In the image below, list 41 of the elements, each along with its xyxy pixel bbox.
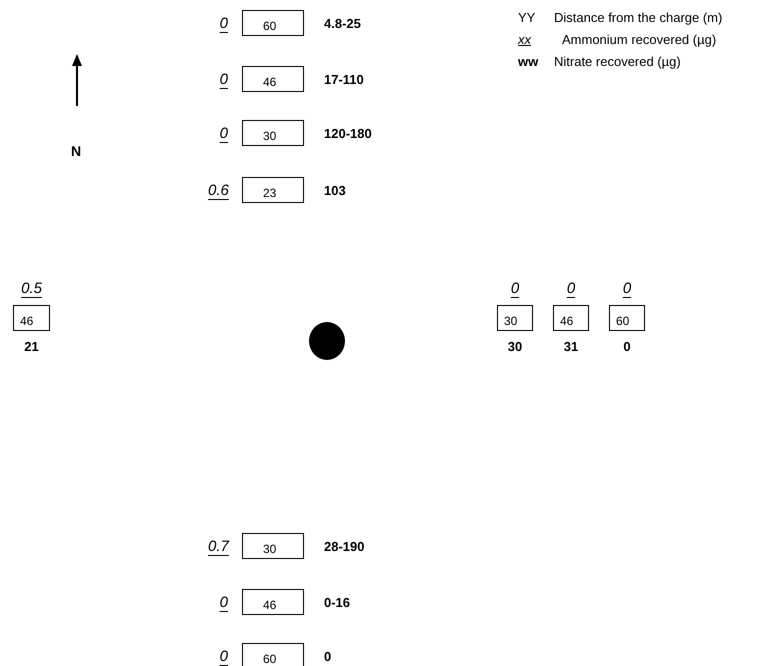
ammonium-value: 0.7 [208,538,228,554]
legend-text: Nitrate recovered (µg) [554,54,681,69]
distance-box: 23 [242,177,304,203]
distance-box: 46 [242,589,304,615]
distance-box: 30 [242,120,304,146]
ammonium-value: 0 [218,70,228,88]
distance-box: 30 [497,305,533,331]
north-label: N [71,143,82,159]
distance-box: 60 [242,10,304,36]
nitrate-value: 0-16 [324,594,352,610]
nitrate-value: 21 [24,339,39,354]
distance-box: 60 [609,305,645,331]
legend-sample: YY [518,10,536,25]
ammonium-value: 0 [218,14,228,32]
legend-text: Distance from the charge (m) [554,10,722,25]
legend-text: Ammonium recovered (µg) [562,32,716,47]
nitrate-value: 0 [623,339,631,354]
nitrate-value: 103 [324,182,347,198]
ammonium-value: 0.5 [21,280,42,297]
ammonium-value: 0 [566,280,576,297]
ammonium-value: 0 [218,648,228,664]
nitrate-value: 17-110 [324,72,365,86]
nitrate-value: 30 [508,339,522,354]
ammonium-value: 0 [218,124,228,142]
legend-sample: xx [518,32,532,47]
legend-sample: ww [518,54,540,69]
ammonium-value: 0 [510,280,520,297]
distance-box: 60 [242,643,304,666]
nitrate-value: 4.8-25 [324,16,362,30]
distance-box: 46 [13,305,50,331]
nitrate-value: 120-180 [324,126,373,140]
distance-box: 46 [242,66,304,92]
ammonium-value: 0.6 [208,182,228,198]
ammonium-value: 0 [622,280,632,297]
nitrate-value: 0 [324,648,332,664]
charge-point [309,322,345,360]
nitrate-value: 28-190 [324,538,366,554]
distance-box: 46 [553,305,589,331]
ammonium-value: 0 [218,594,228,610]
nitrate-value: 31 [564,339,578,354]
distance-box: 30 [242,533,304,559]
